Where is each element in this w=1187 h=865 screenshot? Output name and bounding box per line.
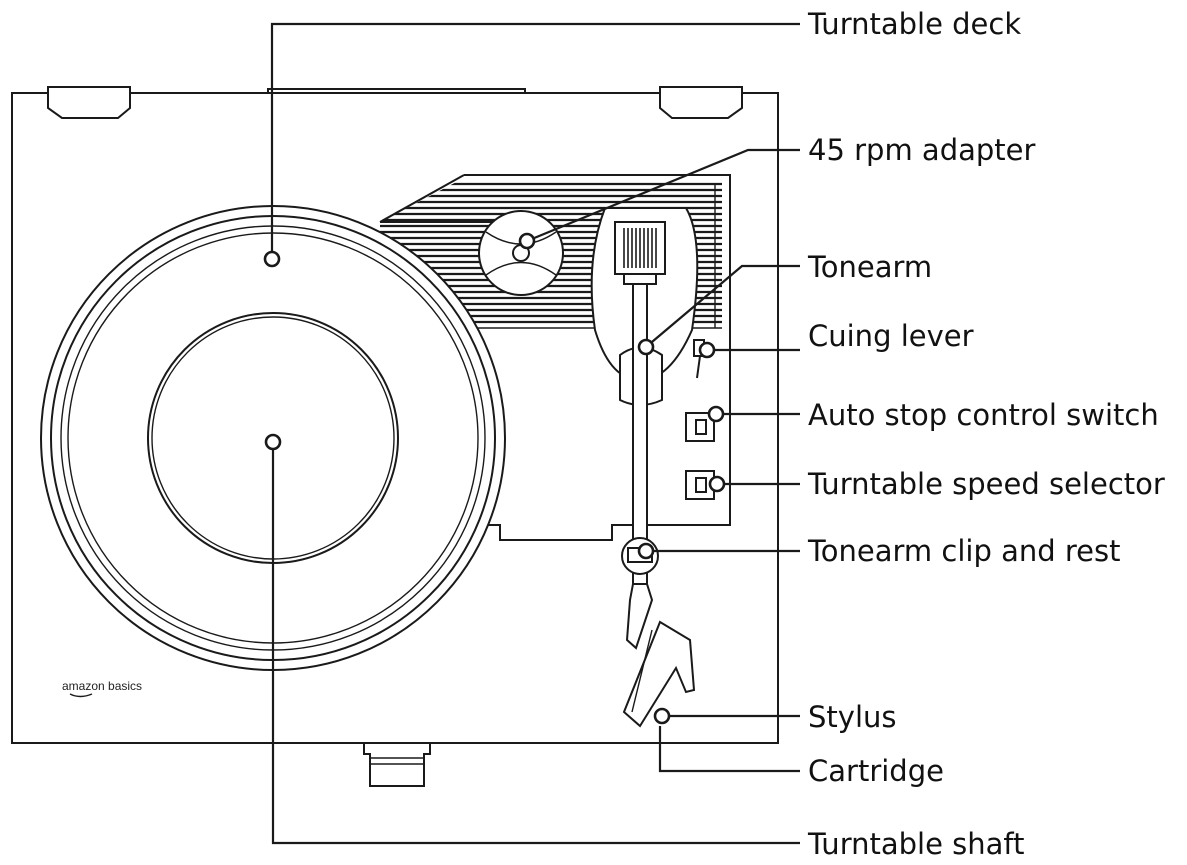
callout-dot-adapter — [518, 232, 536, 250]
left-hinge — [47, 86, 131, 119]
callout-dot-speed — [708, 475, 726, 493]
callout-dot-shaft — [264, 433, 282, 451]
brand-logo: amazon basics — [62, 679, 142, 693]
label-tonearm: Tonearm — [807, 250, 932, 284]
right-hinge — [659, 86, 743, 119]
label-tonearm-clip-and-rest: Tonearm clip and rest — [807, 534, 1120, 568]
label-cuing-lever: Cuing lever — [808, 319, 974, 353]
label-turntable-deck: Turntable deck — [807, 7, 1021, 41]
cartridge-body — [622, 620, 696, 728]
headshell — [625, 583, 654, 650]
callout-dots — [263, 232, 726, 725]
label-turntable-speed-selector: Turntable speed selector — [807, 467, 1165, 501]
label-auto-stop-control-switch: Auto stop control switch — [808, 398, 1159, 432]
callout-dot-rest — [637, 542, 655, 560]
callout-dot-tonearm — [637, 338, 655, 356]
label-stylus: Stylus — [808, 700, 897, 734]
labels: Turntable deck 45 rpm adapter Tonearm Cu… — [807, 7, 1165, 861]
callout-dot-autostop — [707, 405, 725, 423]
label-45-rpm-adapter: 45 rpm adapter — [808, 133, 1035, 167]
tonearm-assembly — [590, 207, 699, 728]
label-cartridge: Cartridge — [808, 754, 944, 788]
callout-dot-deck — [263, 250, 281, 268]
label-turntable-shaft: Turntable shaft — [807, 827, 1024, 861]
callout-dot-cuing — [698, 341, 716, 359]
callout-dot-stylus — [653, 707, 671, 725]
leader-lines — [270, 22, 800, 845]
turntable-body — [11, 86, 779, 787]
